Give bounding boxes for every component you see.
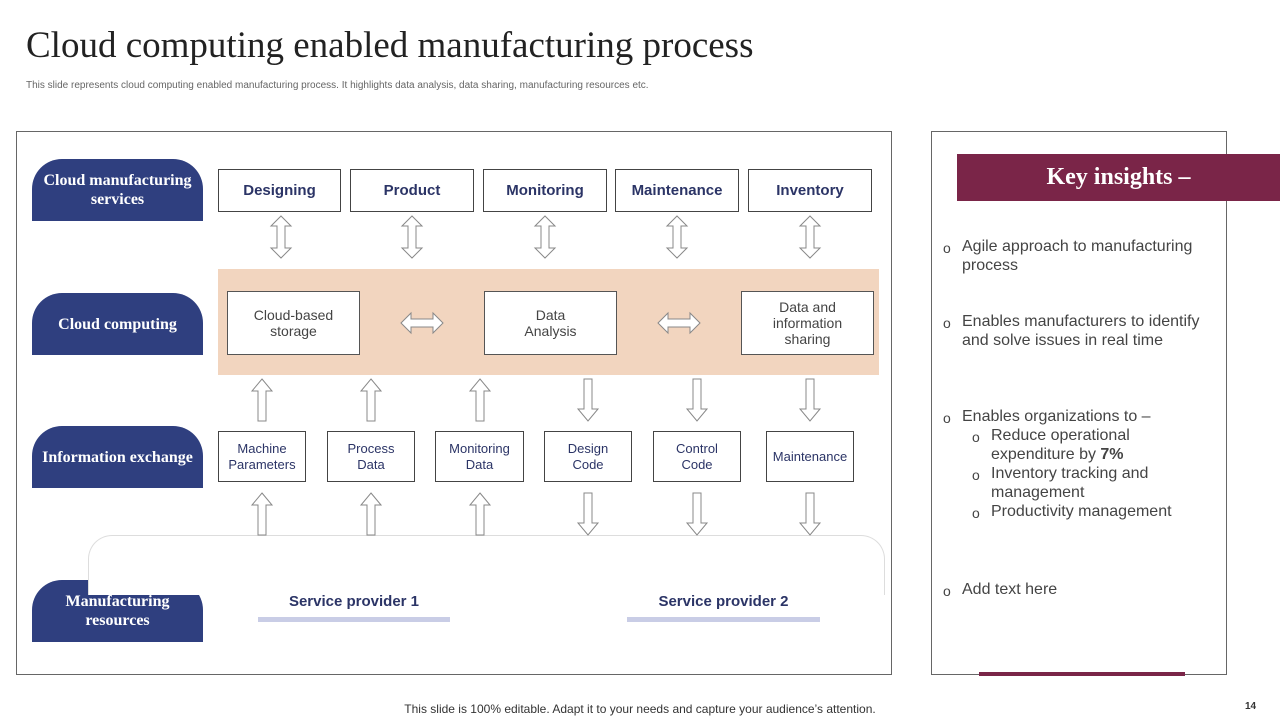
bullet-circle-icon: o (972, 505, 980, 521)
bullet-circle-icon: o (943, 315, 951, 331)
insight-item: o Add text here (943, 580, 1213, 599)
insight-subtext: Inventory tracking and management (991, 465, 1149, 501)
info-box-design-code: Design Code (544, 431, 632, 482)
insight-subtext: Productivity management (991, 503, 1172, 520)
down-arrow-icon (798, 492, 822, 536)
insight-subitem: o Productivity management (943, 502, 1213, 521)
key-insights-header: Key insights – (957, 154, 1280, 201)
computing-label: Data Analysis (524, 307, 577, 339)
info-box-monitoring-data: Monitoring Data (435, 431, 524, 482)
service-provider-1: Service provider 1 (288, 593, 420, 610)
layer-label-cloud-computing: Cloud computing (32, 293, 203, 355)
insight-subitem: o Reduce operational expenditure by 7% (943, 426, 1213, 464)
double-vertical-arrow-icon (798, 215, 822, 259)
service-provider-1-bar (258, 617, 450, 622)
down-arrow-icon (798, 378, 822, 422)
bullet-circle-icon: o (943, 410, 951, 426)
insight-item: o Enables organizations to – o Reduce op… (943, 407, 1213, 521)
resources-arc (88, 535, 885, 595)
double-vertical-arrow-icon (665, 215, 689, 259)
info-label: Control Code (676, 440, 718, 472)
bullet-circle-icon: o (943, 583, 951, 599)
computing-label: Data and information sharing (772, 299, 843, 347)
bullet-circle-icon: o (972, 467, 980, 483)
info-box-process-data: Process Data (327, 431, 415, 482)
down-arrow-icon (576, 492, 600, 536)
computing-box-storage: Cloud-based storage (227, 291, 360, 355)
info-label: Process Data (347, 440, 395, 472)
slide-subtitle: This slide represents cloud computing en… (26, 80, 649, 91)
service-box-inventory: Inventory (748, 169, 872, 212)
up-arrow-icon (250, 378, 274, 422)
slide-title: Cloud computing enabled manufacturing pr… (26, 25, 754, 66)
computing-label: Cloud-based storage (253, 307, 334, 339)
double-vertical-arrow-icon (269, 215, 293, 259)
insight-text: Enables organizations to – (962, 408, 1151, 425)
info-label: Design Code (567, 440, 609, 472)
service-box-product: Product (350, 169, 474, 212)
double-horizontal-arrow-icon (400, 311, 444, 335)
service-box-maintenance: Maintenance (615, 169, 739, 212)
up-arrow-icon (468, 378, 492, 422)
insight-subitem: o Inventory tracking and management (943, 464, 1213, 502)
up-arrow-icon (359, 378, 383, 422)
info-box-machine-parameters: Machine Parameters (218, 431, 306, 482)
up-arrow-icon (468, 492, 492, 536)
insight-subtext: Reduce operational expenditure by (991, 427, 1130, 463)
insight-text: Add text here (962, 581, 1058, 598)
service-box-monitoring: Monitoring (483, 169, 607, 212)
down-arrow-icon (685, 378, 709, 422)
insights-accent-bar (979, 672, 1185, 676)
bullet-circle-icon: o (943, 240, 951, 256)
double-vertical-arrow-icon (533, 215, 557, 259)
info-box-control-code: Control Code (653, 431, 741, 482)
layer-label-information-exchange: Information exchange (32, 426, 203, 488)
page-number: 14 (1245, 701, 1257, 712)
bullet-circle-icon: o (972, 429, 980, 445)
service-provider-2-bar (627, 617, 820, 622)
diagram-frame (16, 131, 892, 675)
insight-item: o Agile approach to manufacturing proces… (943, 237, 1213, 275)
footer-text: This slide is 100% editable. Adapt it to… (404, 702, 876, 716)
insight-text: Agile approach to manufacturing process (962, 238, 1193, 274)
up-arrow-icon (250, 492, 274, 536)
info-label: Machine Parameters (228, 440, 296, 472)
info-box-maintenance: Maintenance (766, 431, 854, 482)
up-arrow-icon (359, 492, 383, 536)
service-provider-2: Service provider 2 (658, 593, 789, 610)
computing-box-analysis: Data Analysis (484, 291, 617, 355)
down-arrow-icon (685, 492, 709, 536)
down-arrow-icon (576, 378, 600, 422)
double-horizontal-arrow-icon (657, 311, 701, 335)
double-vertical-arrow-icon (400, 215, 424, 259)
computing-box-sharing: Data and information sharing (741, 291, 874, 355)
info-label: Monitoring Data (449, 440, 510, 472)
insight-highlight: 7% (1100, 446, 1124, 463)
layer-label-cloud-manufacturing-services: Cloud manufacturing services (32, 159, 203, 221)
service-box-designing: Designing (218, 169, 341, 212)
insight-text: Enables manufacturers to identify and so… (962, 313, 1200, 349)
insight-item: o Enables manufacturers to identify and … (943, 312, 1213, 350)
